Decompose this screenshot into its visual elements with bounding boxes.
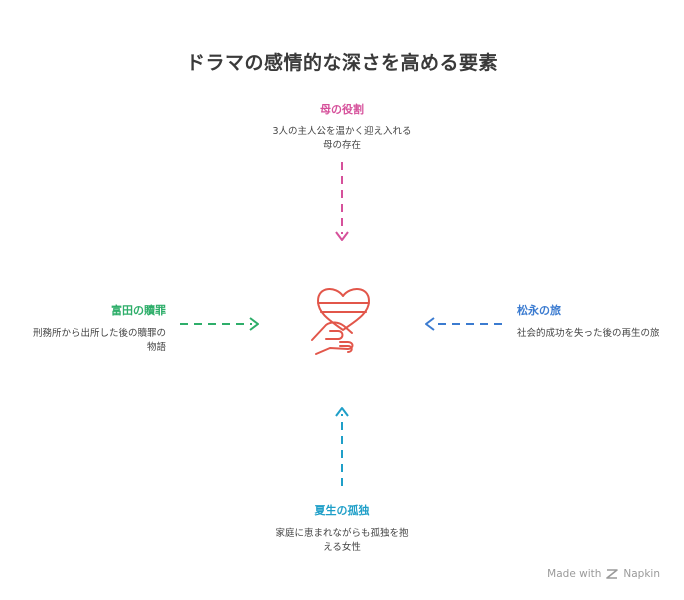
napkin-watermark[interactable]: Made with Napkin bbox=[547, 568, 660, 580]
node-desc-bottom: 家庭に恵まれながらも孤独を抱える女性 bbox=[275, 528, 409, 553]
node-desc-top: 3人の主人公を温かく迎え入れる母の存在 bbox=[272, 126, 412, 151]
arrow-bottom bbox=[335, 407, 349, 486]
node-desc-left: 刑務所から出所した後の贖罪の物語 bbox=[32, 328, 166, 353]
napkin-logo-icon bbox=[606, 569, 619, 579]
arrow-top bbox=[335, 162, 349, 241]
node-label-bottom: 夏生の孤独 bbox=[314, 504, 370, 517]
node-label-right: 松永の旅 bbox=[517, 304, 561, 317]
node-label-top: 母の役割 bbox=[320, 103, 364, 116]
node-desc-right: 社会的成功を失った後の再生の旅 bbox=[517, 328, 660, 339]
page-title: ドラマの感情的な深さを高める要素 bbox=[185, 52, 498, 74]
heart-in-hand-icon bbox=[311, 288, 370, 355]
made-with-text: Made with bbox=[547, 568, 602, 580]
arrow-left bbox=[180, 317, 259, 331]
node-label-left: 富田の贖罪 bbox=[111, 304, 166, 317]
napkin-brand-text: Napkin bbox=[623, 568, 660, 580]
arrow-right bbox=[425, 317, 502, 331]
